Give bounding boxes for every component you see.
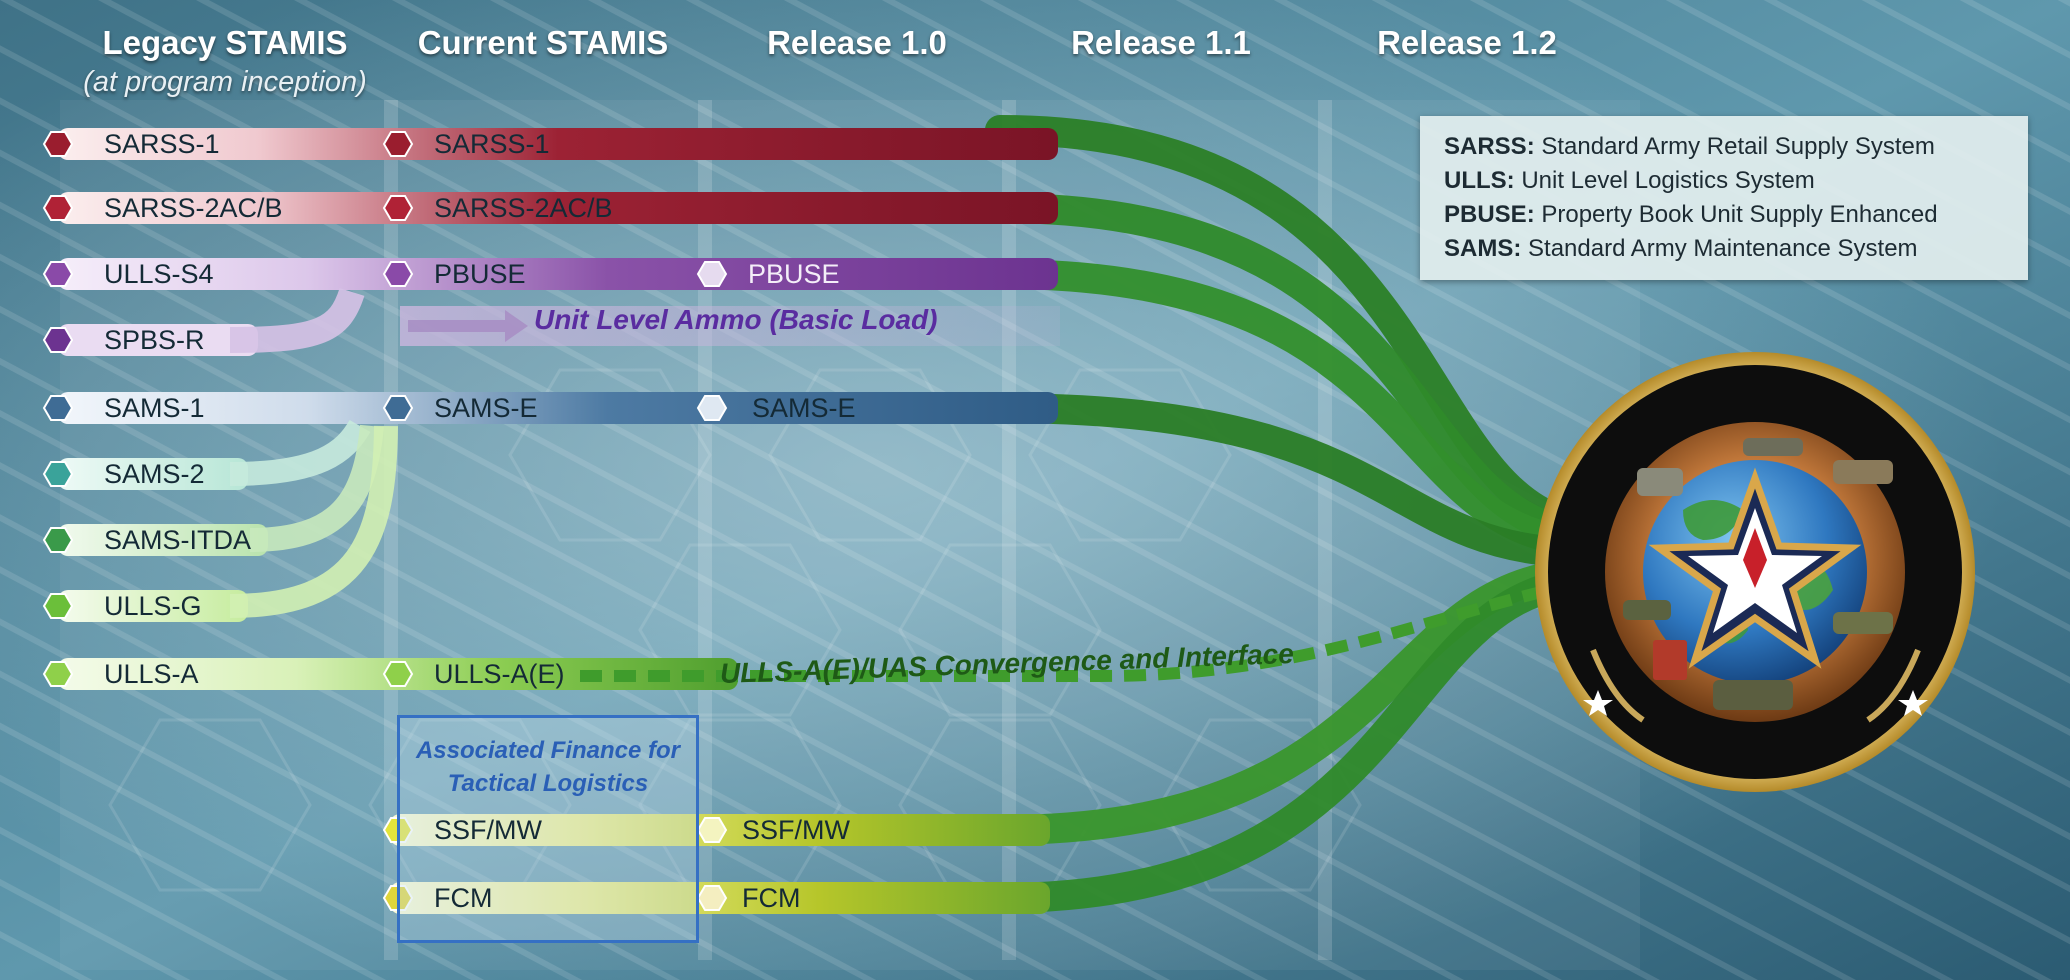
gem-icon [42, 527, 74, 553]
node-legacy-spbs-r: SPBS-R [104, 325, 205, 355]
gem-icon [42, 195, 74, 221]
node-legacy-sams-1: SAMS-1 [104, 393, 205, 423]
node-r10-fcm: FCM [742, 883, 801, 913]
ammo-band [400, 306, 1060, 346]
bar-sams-2 [58, 458, 248, 490]
legend-row-ulls: ULLS: Unit Level Logistics System [1444, 167, 1815, 194]
ammo-arrow [408, 310, 528, 342]
node-current-sams-e: SAMS-E [434, 393, 538, 423]
node-legacy-ulls-a: ULLS-A [104, 659, 199, 689]
ammo-annotation: Unit Level Ammo (Basic Load) [534, 304, 938, 335]
node-legacy-ulls-s4: ULLS-S4 [104, 259, 214, 289]
merge-sams-itda [249, 424, 384, 552]
node-legacy-sams-2: SAMS-2 [104, 459, 205, 489]
node-current-fcm: FCM [434, 883, 493, 913]
path-pbuse-converge [985, 259, 1575, 555]
finance-group-box: Associated Finance for Tactical Logistic… [397, 715, 699, 943]
abbreviation-legend: SARSS: Standard Army Retail Supply Syste… [1420, 116, 2028, 280]
finance-box-title: Associated Finance for Tactical Logistic… [415, 737, 681, 797]
gem-icon [382, 131, 414, 157]
gcss-army-emblem-icon [1535, 352, 1975, 792]
bar-sarss-1 [58, 128, 1058, 160]
gem-icon [382, 261, 414, 287]
gem-markers [42, 131, 728, 911]
path-sarss-2-converge [985, 193, 1575, 545]
gem-icon [696, 817, 728, 843]
bar-sarss-2acb [58, 192, 1058, 224]
gem-icon [42, 131, 74, 157]
path-sams-converge [985, 393, 1575, 567]
header-legacy-stamis: Legacy STAMIS (at program inception) [60, 24, 390, 99]
path-fcm-converge [985, 570, 1575, 913]
gem-icon [42, 593, 74, 619]
gem-icon [382, 395, 414, 421]
gem-icon [382, 661, 414, 687]
gem-icon [42, 461, 74, 487]
node-r10-sams-e: SAMS-E [752, 393, 856, 423]
bar-spbs-r [58, 324, 258, 356]
node-current-sarss-1: SARSS-1 [434, 129, 550, 159]
header-release-1-1: Release 1.1 [1071, 24, 1251, 61]
node-legacy-sams-itda: SAMS-ITDA [104, 525, 252, 555]
node-current-ulls-ae: ULLS-A(E) [434, 659, 565, 689]
bar-sams [58, 392, 1058, 424]
header-current-stamis: Current STAMIS [417, 24, 669, 61]
node-legacy-sarss-2acb: SARSS-2AC/B [104, 193, 283, 223]
node-current-ssf-mw: SSF/MW [434, 815, 542, 845]
merge-spbs-r [229, 287, 365, 353]
legend-row-sams: SAMS: Standard Army Maintenance System [1444, 235, 1918, 262]
bar-sams-itda [58, 524, 268, 556]
path-sarss-1-converge [985, 115, 1575, 535]
merge-sams-2 [229, 419, 371, 486]
node-current-sarss-2acb: SARSS-2AC/B [434, 193, 613, 223]
header-legacy-subtitle: (at program inception) [83, 66, 367, 98]
gem-icon [696, 261, 728, 287]
gem-icon [382, 195, 414, 221]
gem-icon [42, 661, 74, 687]
header-release-1-2: Release 1.2 [1377, 24, 1557, 61]
bar-ulls-g [58, 590, 248, 622]
bar-pbuse [58, 258, 1058, 290]
node-legacy-sarss-1: SARSS-1 [104, 129, 220, 159]
path-ssf-converge [985, 560, 1575, 845]
gem-icon [42, 327, 74, 353]
node-current-pbuse: PBUSE [434, 259, 526, 289]
legend-row-sarss: SARSS: Standard Army Retail Supply Syste… [1444, 133, 1935, 160]
gem-icon [696, 395, 728, 421]
node-r10-pbuse: PBUSE [748, 259, 840, 289]
ulls-ae-dashed-path [580, 584, 1552, 682]
legend-row-pbuse: PBUSE: Property Book Unit Supply Enhance… [1444, 201, 1938, 228]
gem-icon [696, 885, 728, 911]
node-legacy-ulls-g: ULLS-G [104, 591, 202, 621]
node-r10-ssf-mw: SSF/MW [742, 815, 850, 845]
merge-ulls-g [229, 425, 398, 618]
gem-icon [42, 261, 74, 287]
gem-icon [42, 395, 74, 421]
header-release-1-0: Release 1.0 [767, 24, 947, 61]
